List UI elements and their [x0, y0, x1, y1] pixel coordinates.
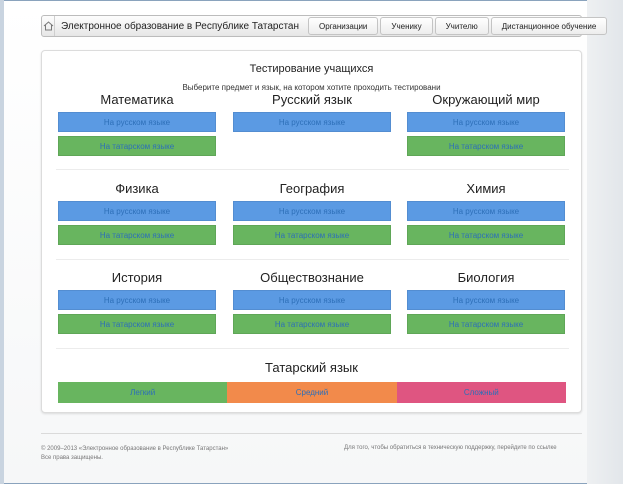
home-button[interactable]	[43, 16, 55, 36]
copyright-text: © 2009–2013 «Электронное образование в Р…	[41, 446, 229, 452]
support-link[interactable]: Для того, чтобы обратиться в техническую…	[344, 445, 557, 451]
subject-title: Обществознание	[260, 270, 364, 285]
russian-russian-button[interactable]: На русском языке	[233, 112, 391, 132]
history-russian-button[interactable]: На русском языке	[58, 290, 216, 310]
geography-tatar-button[interactable]: На татарском языке	[233, 225, 391, 245]
home-icon	[43, 21, 54, 31]
site-brand[interactable]: Электронное образование в Республике Тат…	[61, 20, 300, 32]
nav-organizations[interactable]: Организации	[308, 17, 379, 35]
chemistry-russian-button[interactable]: На русском языке	[407, 201, 565, 221]
subject-title: Русский язык	[272, 92, 352, 107]
world-tatar-button[interactable]: На татарском языке	[407, 136, 565, 156]
physics-russian-button[interactable]: На русском языке	[58, 201, 216, 221]
subject-math: Математика На русском языке На татарском…	[58, 91, 216, 156]
social-studies-russian-button[interactable]: На русском языке	[233, 290, 391, 310]
math-russian-button[interactable]: На русском языке	[58, 112, 216, 132]
subject-title: Химия	[466, 181, 506, 196]
subject-geography: География На русском языке На татарском …	[233, 180, 391, 245]
tatar-language-title: Татарский язык	[265, 360, 358, 375]
subject-social-studies: Обществознание На русском языке На татар…	[233, 269, 391, 334]
row-divider	[56, 259, 569, 260]
subject-physics: Физика На русском языке На татарском язы…	[58, 180, 216, 245]
level-medium-button[interactable]: Средний	[227, 382, 397, 403]
window-scroll-area	[587, 0, 623, 484]
testing-panel: Тестирование учащихся Выберите предмет и…	[41, 50, 582, 413]
window-edge	[0, 0, 4, 484]
history-tatar-button[interactable]: На татарском языке	[58, 314, 216, 334]
subject-chemistry: Химия На русском языке На татарском язык…	[407, 180, 565, 245]
level-easy-button[interactable]: Легкий	[58, 382, 228, 403]
rights-text: Все права защищены.	[41, 455, 103, 461]
math-tatar-button[interactable]: На татарском языке	[58, 136, 216, 156]
geography-russian-button[interactable]: На русском языке	[233, 201, 391, 221]
world-russian-button[interactable]: На русском языке	[407, 112, 565, 132]
subject-russian: Русский язык На русском языке	[233, 91, 391, 132]
tatar-level-bar: Легкий Средний Сложный	[58, 382, 566, 403]
social-studies-tatar-button[interactable]: На татарском языке	[233, 314, 391, 334]
nav-teacher[interactable]: Учителю	[434, 17, 489, 35]
biology-tatar-button[interactable]: На татарском языке	[407, 314, 565, 334]
nav-distance-learning[interactable]: Дистанционное обучение	[490, 17, 608, 35]
subject-title: Биология	[457, 270, 515, 285]
subject-title: История	[111, 270, 163, 285]
footer-copyright: © 2009–2013 «Электронное образование в Р…	[41, 445, 228, 463]
page-title: Тестирование учащихся	[249, 63, 374, 75]
level-hard-button[interactable]: Сложный	[396, 382, 566, 403]
subject-title: Физика	[115, 181, 159, 196]
subject-title: География	[279, 181, 345, 196]
subject-title: Окружающий мир	[432, 92, 540, 107]
row-divider	[56, 348, 569, 349]
footer-divider	[41, 433, 582, 434]
row-divider	[56, 169, 569, 170]
biology-russian-button[interactable]: На русском языке	[407, 290, 565, 310]
subject-history: История На русском языке На татарском яз…	[58, 269, 216, 334]
nav-menu: Организации Ученику Учителю Дистанционно…	[308, 17, 608, 35]
page-subtitle: Выберите предмет и язык, на котором хоти…	[182, 83, 441, 92]
physics-tatar-button[interactable]: На татарском языке	[58, 225, 216, 245]
subject-biology: Биология На русском языке На татарском я…	[407, 269, 565, 334]
nav-student[interactable]: Ученику	[380, 17, 433, 35]
chemistry-tatar-button[interactable]: На татарском языке	[407, 225, 565, 245]
top-navbar: Электронное образование в Республике Тат…	[41, 15, 608, 37]
subject-title: Математика	[100, 92, 174, 107]
subject-world: Окружающий мир На русском языке На татар…	[407, 91, 565, 156]
